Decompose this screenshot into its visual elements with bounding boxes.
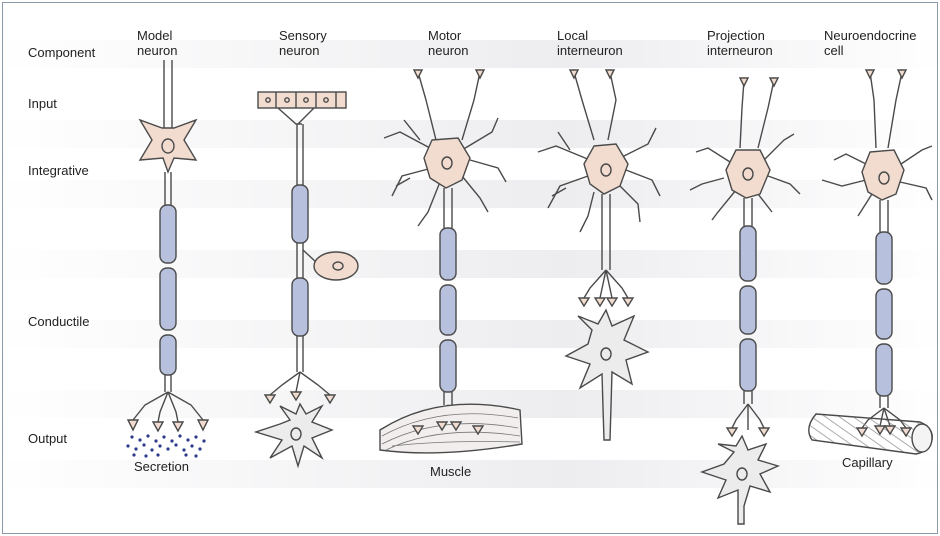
capillary	[809, 414, 932, 454]
neuroendocrine-cell	[822, 70, 932, 428]
neuroendocrine-soma	[862, 150, 904, 200]
projection-target-cell	[702, 436, 778, 524]
motor-soma	[424, 138, 470, 188]
model-terminal-branches	[133, 392, 203, 422]
model-soma	[140, 120, 196, 172]
label-capillary: Capillary	[842, 455, 893, 470]
projection-interneuron	[690, 78, 800, 436]
sensory-target-cell	[256, 404, 332, 466]
model-dendrite	[164, 60, 172, 128]
local-interneuron	[538, 70, 660, 306]
motor-neuron	[384, 70, 506, 428]
projection-soma	[726, 150, 770, 198]
sensory-soma	[314, 252, 358, 280]
local-target-cell	[566, 310, 648, 440]
model-axon-hillock	[165, 172, 171, 205]
muscle-fiber	[380, 404, 522, 453]
sensory-receptor-epithelium	[258, 92, 346, 108]
model-myelin	[160, 205, 176, 375]
secretion-dots	[126, 434, 205, 457]
label-muscle: Muscle	[430, 464, 471, 479]
sensory-neuron	[258, 92, 358, 403]
label-secretion: Secretion	[134, 459, 189, 474]
model-neuron	[128, 60, 208, 431]
